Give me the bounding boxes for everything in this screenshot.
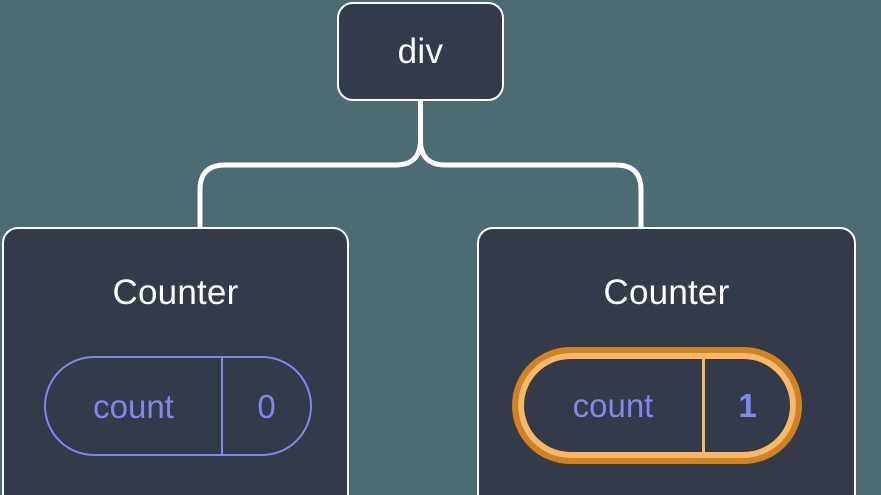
counter-right-title: Counter: [603, 273, 730, 312]
node-counter-right[interactable]: Counter count 1: [477, 227, 856, 495]
counter-left-state-value: 0: [221, 358, 310, 454]
counter-right-state-value: 1: [702, 359, 790, 452]
node-counter-left[interactable]: Counter count 0: [2, 227, 349, 495]
edge-div-to-counter-right: [418, 97, 644, 233]
counter-left-state-pill[interactable]: count 0: [44, 356, 312, 456]
node-div-label: div: [397, 32, 444, 71]
counter-right-state-key: count: [572, 387, 654, 424]
counter-right-state-pill[interactable]: count 1: [512, 347, 802, 464]
counter-left-state-key: count: [93, 387, 174, 425]
counter-left-title: Counter: [112, 273, 239, 312]
edge-div-to-counter-left: [197, 97, 423, 233]
node-div[interactable]: div: [337, 2, 504, 101]
counter-right-state-pill-inner: count 1: [518, 353, 796, 458]
